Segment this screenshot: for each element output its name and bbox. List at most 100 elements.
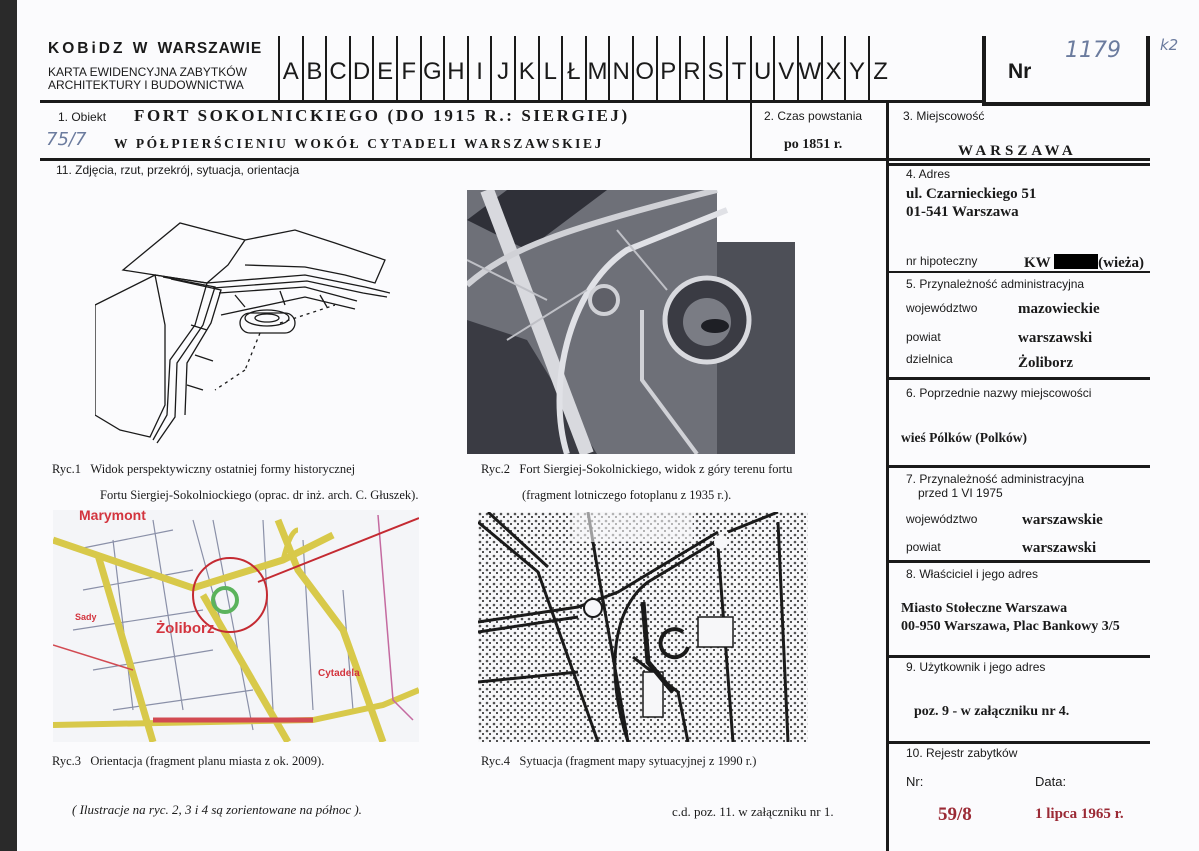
register-date-label: Data:: [1035, 774, 1067, 789]
address-line1: ul. Czarnieckiego 51: [906, 186, 1037, 202]
index-letter-k: K: [513, 36, 538, 100]
index-letter-i: I: [466, 36, 491, 100]
record-number-label: Nr: [1008, 60, 1032, 83]
map-label-cytadela: Cytadela: [318, 668, 360, 679]
index-letter-b: B: [301, 36, 326, 100]
field7-top-rule: [889, 465, 1150, 468]
user-value: poz. 9 - w załączniku nr 4.: [914, 704, 1070, 719]
field6-top-rule: [889, 377, 1150, 380]
field6-label: 6. Poprzednie nazwy miejscowości: [906, 386, 1092, 400]
title-divider: [40, 158, 1150, 161]
locality-value: WARSZAWA: [958, 143, 1077, 159]
fig3-caption: Ryc.3 Orientacja (fragment planu miasta …: [52, 754, 325, 768]
fig3-orientation-map: Marymont Żoliborz Cytadela Sady: [53, 510, 419, 742]
object-title-line2: W PÓŁPIERŚCIENIU WOKÓŁ CYTADELI WARSZAWS…: [114, 136, 604, 151]
record-number-box: [982, 36, 1150, 106]
field7-sublabel: przed 1 VI 1975: [918, 486, 1003, 500]
field2-label: 2. Czas powstania: [764, 109, 863, 123]
map-label-sady: Sady: [75, 612, 97, 622]
field10-label: 10. Rejestr zabytków: [906, 746, 1018, 760]
previous-names: wieś Pólków (Polków): [901, 430, 1027, 445]
field1-label: 1. Obiekt: [58, 110, 107, 124]
register-nr-value: 59/8: [938, 804, 972, 825]
margin-note-handwritten: k2: [1160, 36, 1179, 54]
index-letter-w: W: [797, 36, 821, 100]
field7-label: 7. Przynależność administracyjna: [906, 472, 1085, 486]
index-letter-z: Z: [867, 36, 892, 100]
index-letter-t: T: [726, 36, 750, 100]
field5-key: dzielnica: [906, 352, 953, 366]
field8-top-rule: [889, 560, 1150, 563]
fig4-caption: Ryc.4 Sytuacja (fragment mapy sytuacyjne…: [481, 754, 757, 768]
index-letter-ł: Ł: [561, 36, 585, 100]
field1-handwritten-code: 75/7: [46, 129, 87, 150]
index-letter-u: U: [749, 36, 774, 100]
orientation-note: ( Ilustracje na ryc. 2, 3 i 4 są zorient…: [72, 802, 362, 817]
card-type: KARTA EWIDENCYJNA ZABYTKÓW ARCHITEKTURY …: [48, 65, 247, 92]
map-label-zoliborz: Żoliborz: [156, 620, 215, 637]
index-letter-c: C: [325, 36, 349, 100]
field11-label: 11. Zdjęcia, rzut, przekrój, sytuacja, o…: [56, 163, 300, 177]
index-letter-p: P: [655, 36, 680, 100]
index-letter-o: O: [631, 36, 656, 100]
header-divider: [40, 100, 982, 103]
index-letter-f: F: [395, 36, 420, 100]
index-letter-h: H: [443, 36, 467, 100]
field5-value: Żoliborz: [1018, 355, 1073, 371]
field7-value: warszawski: [1022, 540, 1097, 556]
continuation-note: c.d. poz. 11. w załączniku nr 1.: [672, 804, 834, 819]
index-letter-g: G: [419, 36, 444, 100]
field7-value: warszawskie: [1022, 512, 1103, 528]
field9-label: 9. Użytkownik i jego adres: [906, 660, 1046, 674]
index-letter-d: D: [348, 36, 373, 100]
field8-label: 8. Właściciel i jego adres: [906, 567, 1039, 581]
index-letter-s: S: [702, 36, 727, 100]
field5-value: mazowieckie: [1018, 301, 1100, 317]
object-title-line1: FORT SOKOLNICKIEGO (DO 1915 R.: SIERGIEJ…: [134, 106, 630, 125]
index-letter-n: N: [608, 36, 632, 100]
field7-key: województwo: [906, 512, 978, 526]
owner-line2: 00-950 Warszawa, Plac Bankowy 3/5: [901, 619, 1120, 634]
register-nr-label: Nr:: [906, 774, 924, 789]
field4-top-rule: [889, 163, 1150, 166]
index-letter-v: V: [773, 36, 797, 100]
index-letter-l: L: [537, 36, 562, 100]
fig2-caption-line2: (fragment lotniczego fotoplanu z 1935 r.…: [522, 488, 732, 502]
field4-label: 4. Adres: [906, 167, 951, 181]
index-letter-y: Y: [844, 36, 868, 100]
address-line2: 01-541 Warszawa: [906, 204, 1019, 220]
field5-value: warszawski: [1018, 330, 1093, 346]
fig2-caption: Ryc.2 Fort Siergiej-Sokolnickiego, widok…: [481, 462, 793, 476]
field5-key: powiat: [906, 330, 941, 344]
mortgage-label: nr hipoteczny: [906, 254, 978, 268]
fig1-caption-line2: Fortu Siergiej-Sokolniockiego (oprac. dr…: [100, 488, 419, 502]
right-column-divider: [886, 103, 889, 851]
field2-divider: [750, 103, 752, 161]
index-letter-e: E: [372, 36, 396, 100]
field10-top-rule: [889, 741, 1150, 744]
map-label-marymont: Marymont: [79, 510, 146, 523]
field5-key: województwo: [906, 301, 978, 315]
field7-key: powiat: [906, 540, 941, 554]
field9-top-rule: [889, 655, 1150, 658]
field5-label: 5. Przynależność administracyjna: [906, 277, 1085, 291]
field5-top-rule: [889, 271, 1150, 273]
mortgage-number: KW (wieża): [1024, 254, 1144, 271]
index-letter-r: R: [679, 36, 703, 100]
index-letter-x: X: [820, 36, 845, 100]
fig2-aerial-photo: [467, 190, 795, 454]
owner-line1: Miasto Stołeczne Warszawa: [901, 601, 1068, 616]
fig1-perspective-drawing: [95, 215, 390, 445]
construction-date: po 1851 r.: [784, 137, 843, 152]
register-date-value: 1 lipca 1965 r.: [1035, 806, 1124, 822]
record-number-handwritten: 1179: [1065, 38, 1121, 63]
index-letter-j: J: [490, 36, 514, 100]
fig4-situation-map: [478, 512, 808, 742]
field3-label: 3. Miejscowość: [903, 109, 985, 123]
index-letter-a: A: [278, 36, 302, 100]
redaction-block: [1054, 254, 1099, 269]
institution-name: KOBiDZ W WARSZAWIE: [48, 40, 263, 57]
fig1-caption: Ryc.1 Widok perspektywiczny ostatniej fo…: [52, 462, 356, 476]
index-letter-m: M: [584, 36, 609, 100]
